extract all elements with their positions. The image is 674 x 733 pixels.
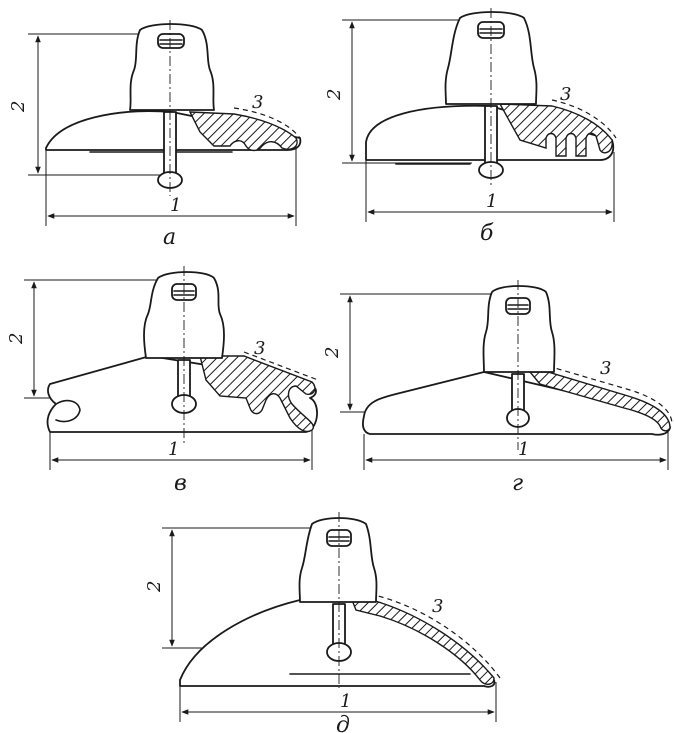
lower-rib [55, 399, 81, 423]
diameter-label: 1 [168, 439, 179, 460]
diameter-label: 1 [486, 191, 497, 212]
height-label: 2 [324, 89, 345, 101]
glaze-outline [243, 351, 319, 381]
panel-caption: а [163, 225, 176, 250]
panel-b: 2 1 3 б [324, 8, 617, 246]
height-label: 2 [6, 333, 27, 345]
cap [482, 285, 556, 373]
insulating-part-section [199, 355, 316, 433]
glaze-outline [547, 365, 673, 425]
diameter-label: 1 [170, 195, 181, 216]
glaze-outline [369, 593, 501, 679]
panel-c: 2 1 3 в [6, 266, 319, 496]
height-label: 2 [144, 581, 165, 593]
diameter-label: 1 [518, 439, 529, 460]
insulating-part-label: 3 [432, 596, 443, 617]
insulating-part-section [188, 111, 298, 152]
glaze-outline [233, 107, 301, 139]
diameter-label: 1 [340, 691, 351, 712]
cap-lock-detail [159, 39, 183, 45]
cap [129, 23, 215, 111]
insulating-part-section [498, 103, 613, 157]
cap [298, 517, 378, 603]
insulating-part-section [350, 599, 495, 685]
panel-caption: г [512, 471, 523, 496]
panel-caption: б [480, 221, 494, 246]
cap-lock [157, 33, 185, 49]
insulating-part-label: 3 [254, 338, 265, 359]
insulating-part-label: 3 [560, 84, 571, 105]
panel-d: 2 1 3 г [322, 280, 673, 496]
panel-caption: д [336, 713, 350, 733]
panel-caption: в [174, 471, 187, 496]
insulating-part-label: 3 [252, 92, 263, 113]
height-label: 2 [8, 101, 29, 113]
height-label: 2 [322, 347, 343, 359]
insulating-part-section [528, 371, 671, 432]
panel-e: 2 1 3 д [144, 512, 501, 733]
panel-a: 2 1 3 а [8, 20, 302, 250]
insulating-part-label: 3 [600, 358, 611, 379]
glaze-outline [551, 99, 617, 139]
